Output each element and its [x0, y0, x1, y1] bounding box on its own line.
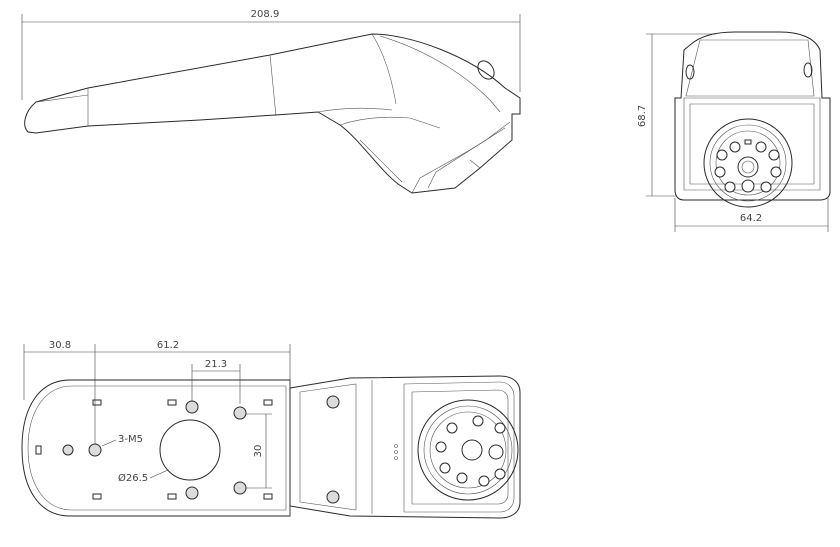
front-bezel-inner [689, 103, 815, 185]
thread-callout: 3-M5 [118, 434, 143, 445]
front-ir-led [768, 149, 780, 161]
bottom-lens-ring-outer [417, 399, 519, 501]
bottom-bore [159, 419, 221, 481]
side-lens-edge [469, 159, 481, 169]
bottom-ir-led [472, 415, 484, 427]
plate-slot [92, 493, 102, 500]
bottom-ir-led [446, 422, 458, 434]
bottom-lens-ring-mid [423, 405, 513, 495]
plate-slot [167, 493, 177, 500]
side-body-outline [24, 33, 521, 194]
bottom-ir-led [456, 472, 468, 484]
front-mic-slot [744, 139, 752, 145]
front-housing [674, 31, 831, 201]
front-view: 68.7 64.2 [637, 31, 831, 232]
mounting-hole [233, 481, 247, 495]
plate-slot [167, 399, 177, 406]
bottom-plate-inner [27, 385, 287, 511]
front-height-label: 68.7 [637, 105, 648, 127]
plate-slot [92, 399, 102, 406]
bottom-ir-led [435, 441, 447, 453]
front-lens-ring-inner [715, 130, 781, 196]
plate-slot [35, 445, 42, 455]
front-bezel-outer [683, 97, 821, 191]
side-lens-bevel-2 [427, 121, 511, 189]
bottom-ir-led [478, 475, 490, 487]
thread-leader [101, 439, 117, 447]
side-seam-3 [371, 33, 397, 105]
bottom-marker [394, 456, 398, 460]
thread-hole [88, 443, 102, 457]
front-ir-led [760, 181, 772, 193]
front-lens-ring-mid [709, 124, 787, 202]
bottom-housing [289, 375, 521, 519]
mounting-hole [326, 490, 340, 504]
bottom-sensor [488, 444, 504, 460]
bottom-housing-flank [299, 383, 357, 511]
front-lens-center [741, 160, 755, 174]
bottom-ir-led [494, 422, 506, 434]
mounting-hole [233, 406, 247, 420]
side-underside [317, 107, 393, 113]
front-ir-led [770, 166, 782, 178]
front-ir-led [714, 166, 726, 178]
side-lens-bevel [411, 127, 506, 194]
bottom-lens-ring-inner [429, 411, 507, 489]
front-ir-led [724, 181, 736, 193]
mounting-hole [326, 395, 340, 409]
front-screw-hole-right [803, 62, 813, 78]
side-lower-ridge [339, 116, 441, 129]
plate-slot [263, 399, 273, 406]
plate-slot [263, 493, 273, 500]
bottom-base-plate [21, 379, 291, 517]
side-length-label: 208.9 [251, 9, 280, 20]
side-top-ridge [379, 35, 501, 113]
bore-callout: Ø26.5 [118, 472, 148, 484]
mounting-hole [185, 486, 199, 500]
front-sensor [741, 179, 755, 193]
bottom-view: 30.8 61.2 21.3 30 [21, 340, 521, 519]
hole-spacing-y-label: 30 [253, 445, 264, 458]
side-screw-hole [477, 60, 495, 80]
mounting-hole [185, 400, 199, 414]
front-ir-led [755, 141, 767, 153]
front-width-label: 64.2 [740, 213, 762, 224]
bottom-marker [394, 444, 398, 448]
bottom-lens [461, 439, 483, 461]
front-ir-led [716, 149, 728, 161]
side-neck-line [359, 139, 403, 183]
bottom-lens-frame-inner [411, 389, 509, 505]
bottom-offset-label: 30.8 [49, 340, 71, 351]
side-view: 208.9 [21, 9, 521, 194]
bottom-lens-frame [403, 381, 515, 513]
hole-spacing-x-label: 21.3 [205, 359, 227, 370]
bottom-ir-led [494, 468, 506, 480]
mounting-hole [62, 444, 74, 456]
front-ir-led [729, 141, 741, 153]
front-lens [737, 156, 759, 178]
side-seam-2 [269, 54, 277, 117]
front-screw-hole-left [685, 64, 695, 80]
bottom-marker [394, 450, 398, 454]
bore-leader [149, 469, 169, 479]
bottom-ir-led [439, 462, 451, 474]
bottom-span-label: 61.2 [157, 340, 179, 351]
front-lens-ring-outer [703, 118, 793, 208]
side-tip-line [35, 94, 89, 103]
front-top-face [685, 39, 815, 97]
